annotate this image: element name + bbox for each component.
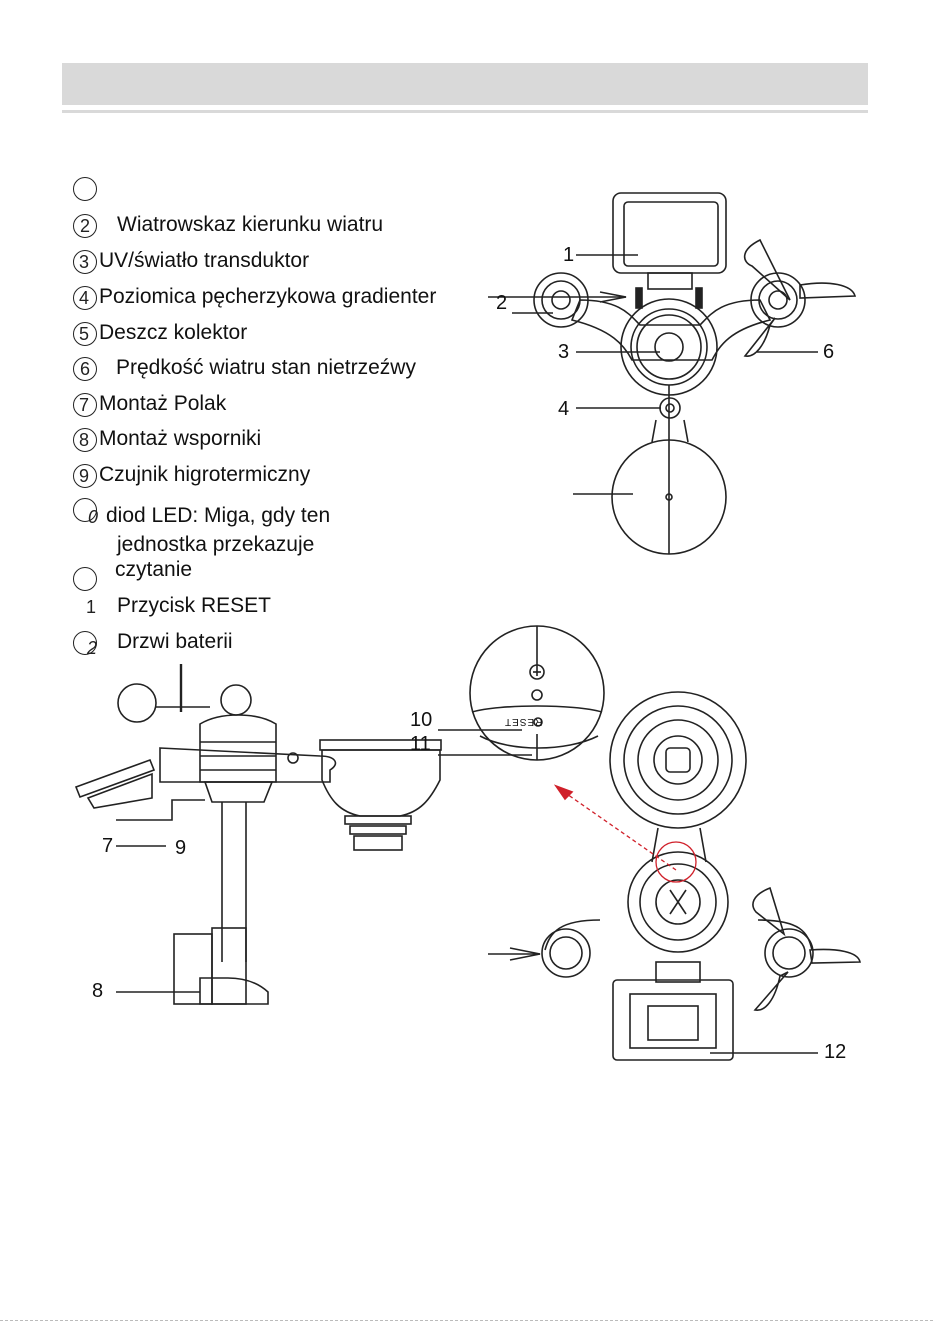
part-11-number: 1	[86, 597, 97, 617]
part-4-circle	[73, 286, 97, 310]
uv-transducer	[654, 332, 684, 362]
anemometer-cup-right	[799, 282, 857, 299]
mount-bracket	[173, 933, 213, 1005]
part-1-circle	[73, 177, 97, 201]
callout-3: 3	[558, 341, 570, 363]
side-sensor-shield	[199, 714, 277, 783]
part-7-label: Montaż Polak	[99, 392, 227, 415]
part-5-circle	[73, 322, 97, 346]
part-2-label: Wiatrowskaz kierunku wiatru	[117, 213, 384, 236]
part-10-label-line2: jednostka przekazuje	[117, 533, 315, 556]
part-10-number: 0	[88, 507, 99, 527]
part-10-circle	[73, 498, 97, 522]
part-10-label-line3: czytanie	[115, 558, 193, 581]
part-11-label: Przycisk RESET	[117, 594, 272, 617]
side-main-body	[159, 747, 337, 783]
part-5-number: 5	[79, 324, 90, 344]
part-6-label: Prędkość wiatru stan nietrzeźwy	[116, 356, 416, 379]
bottom-rain-outer	[609, 691, 747, 829]
footer-rule	[0, 1320, 933, 1322]
part-9-circle	[73, 464, 97, 488]
part-6-number: 6	[80, 359, 91, 379]
part-2-number: 2	[80, 216, 91, 236]
side-solar-panel	[74, 758, 156, 799]
callout-10: 10	[410, 709, 433, 731]
callout-9-line	[116, 799, 205, 821]
part-12-number: 2	[87, 638, 98, 658]
part-8-label: Montaż wsporniki	[99, 427, 262, 450]
battery-door-plate	[612, 979, 734, 1061]
part-9-label: Czujnik higrotermiczny	[99, 463, 311, 486]
part-2-circle	[73, 214, 97, 238]
callout-12: 12	[824, 1041, 847, 1063]
part-8-number: 8	[79, 430, 90, 450]
part-4-label: Poziomica pęcherzykowa gradienter	[99, 285, 437, 308]
anemometer-hub	[750, 272, 806, 328]
wind-vane-hub	[533, 272, 589, 328]
reset-label: RESET	[504, 716, 543, 727]
bottom-view-station	[438, 625, 861, 1061]
bottom-right-cup	[764, 928, 814, 978]
top-view-sensor	[488, 192, 857, 555]
solar-panel-frame	[612, 192, 727, 274]
bubble-level	[659, 397, 681, 419]
callout-1: 1	[563, 244, 575, 266]
part-9-number: 9	[79, 466, 90, 486]
part-8-circle	[73, 428, 97, 452]
callout-4: 4	[558, 398, 570, 420]
side-view-station	[74, 664, 442, 1005]
callout-7: 7	[102, 835, 114, 857]
side-rain-gauge	[321, 749, 441, 817]
part-12-label: Drzwi baterii	[117, 630, 233, 653]
panel-hinge	[647, 272, 693, 290]
part-5-label: Deszcz kolektor	[99, 321, 248, 344]
callout-2: 2	[496, 292, 508, 314]
part-3-label: UV/światło transduktor	[99, 249, 310, 272]
reset-button	[533, 717, 543, 727]
anemometer-cup-bottom	[743, 317, 776, 357]
part-7-circle	[73, 393, 97, 417]
header-band	[62, 63, 868, 105]
callout-6: 6	[823, 341, 835, 363]
part-6-circle	[73, 357, 97, 381]
bottom-hub-outer	[627, 851, 729, 953]
solar-panel-glass	[623, 201, 719, 267]
part-7-number: 7	[79, 395, 90, 415]
side-wind-cup	[117, 683, 157, 723]
part-10-label: diod LED: Miga, gdy ten	[106, 504, 331, 527]
callout-8: 8	[92, 980, 104, 1002]
bottom-left-cup	[541, 928, 591, 978]
callout-9: 9	[175, 837, 187, 859]
anemometer-cup-top	[743, 238, 791, 301]
part-3-circle	[73, 250, 97, 274]
uv-sensor-outer	[620, 298, 718, 396]
part-3-number: 3	[79, 252, 90, 272]
part-12-circle	[73, 631, 97, 655]
part-4-number: 4	[79, 288, 90, 308]
part-11-circle	[73, 567, 97, 591]
callout-11: 11	[410, 733, 431, 755]
zoom-arrow	[553, 784, 697, 883]
header-rule	[62, 110, 868, 113]
